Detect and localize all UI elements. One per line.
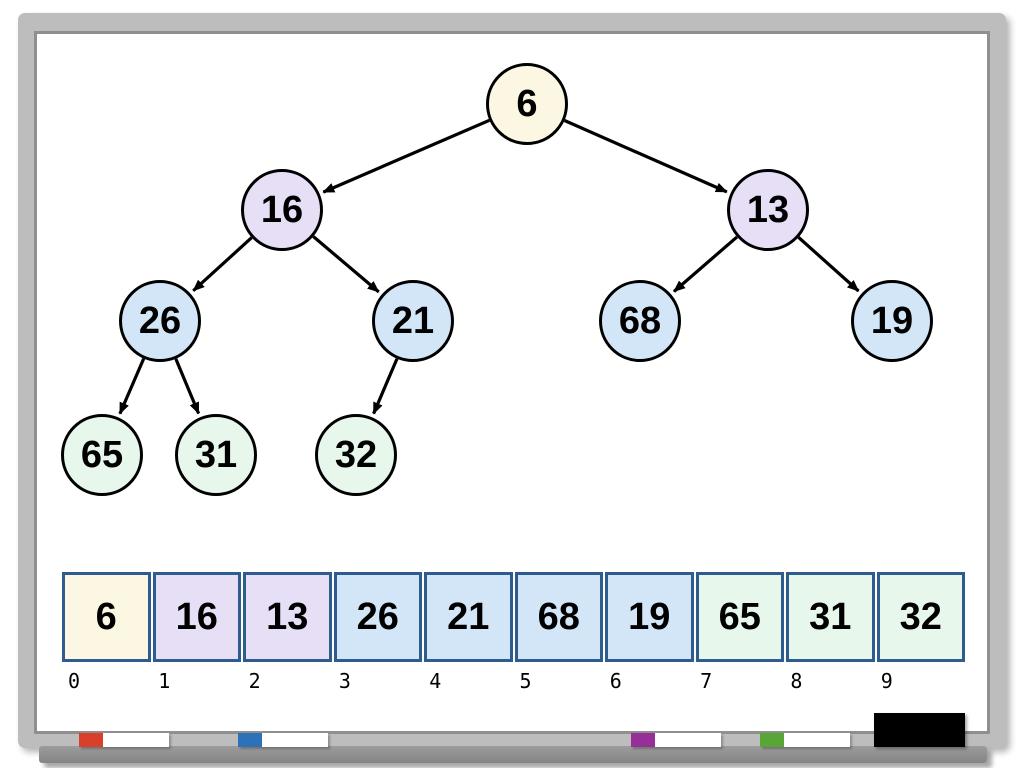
tree-node-31: 31	[175, 414, 257, 496]
array-index-7: 7	[700, 669, 713, 693]
array-cell-68: 68	[514, 572, 603, 662]
array-cell-16: 16	[152, 572, 241, 662]
array-index-8: 8	[790, 669, 803, 693]
array-cell-6: 6	[62, 572, 151, 662]
green-marker-cap	[760, 733, 784, 747]
array-index-1: 1	[158, 669, 171, 693]
tree-node-65: 65	[61, 414, 143, 496]
array-index-4: 4	[429, 669, 442, 693]
green-marker[interactable]	[760, 733, 850, 747]
array-cell-31: 31	[786, 572, 875, 662]
array-index-0: 0	[68, 669, 81, 693]
array-cell-21: 21	[424, 572, 513, 662]
tree-node-13: 13	[727, 169, 809, 251]
array-index-2: 2	[248, 669, 261, 693]
tree-node-32: 32	[315, 414, 397, 496]
red-marker-body	[103, 733, 169, 747]
purple-marker-body	[655, 733, 721, 747]
green-marker-body	[784, 733, 850, 747]
blue-marker-body	[262, 733, 328, 747]
tree-node-26: 26	[119, 280, 201, 362]
purple-marker[interactable]	[631, 733, 721, 747]
array-index-9: 9	[880, 669, 893, 693]
red-marker-cap	[79, 733, 103, 747]
array-cell-65: 65	[695, 572, 784, 662]
tree-node-6: 6	[486, 63, 568, 145]
array-index-6: 6	[609, 669, 622, 693]
purple-marker-cap	[631, 733, 655, 747]
array-cell-32: 32	[876, 572, 965, 662]
tree-node-19: 19	[851, 280, 933, 362]
array-cell-26: 26	[333, 572, 422, 662]
array-cell-19: 19	[605, 572, 694, 662]
red-marker[interactable]	[79, 733, 169, 747]
tree-node-68: 68	[599, 280, 681, 362]
eraser[interactable]	[874, 713, 965, 747]
array-cell-13: 13	[243, 572, 332, 662]
blue-marker-cap	[238, 733, 262, 747]
whiteboard-tray	[39, 746, 987, 763]
blue-marker[interactable]	[238, 733, 328, 747]
array-index-3: 3	[338, 669, 351, 693]
array-index-5: 5	[519, 669, 532, 693]
tree-node-21: 21	[372, 280, 454, 362]
tree-node-16: 16	[241, 169, 323, 251]
